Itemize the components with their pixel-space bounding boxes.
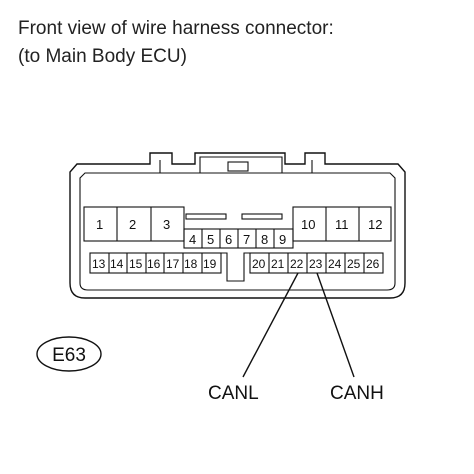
pin-label: 4 <box>189 232 196 247</box>
canh-leader-line <box>316 272 355 378</box>
connector-id-label: E63 <box>52 345 86 366</box>
lower-left-cavity-frame <box>89 252 222 274</box>
lower-right-cavity-frame <box>249 252 384 274</box>
pin-label: 22 <box>290 257 304 271</box>
lower-key-notch <box>221 252 250 282</box>
pin-label: 25 <box>347 257 361 271</box>
connector-housing <box>69 152 406 299</box>
pin-label: 3 <box>163 217 170 232</box>
pin-label: 7 <box>243 232 250 247</box>
key-slot-right <box>241 213 283 220</box>
pin-label: 23 <box>309 257 323 271</box>
pin-label: 18 <box>184 257 198 271</box>
pin-label: 11 <box>335 217 349 232</box>
pin-label: 14 <box>110 257 124 271</box>
connector-inner-outline <box>79 172 396 291</box>
guide-ribs <box>159 160 313 173</box>
connector-id-badge <box>36 336 102 372</box>
lock-tab <box>199 156 283 173</box>
pin-label: 9 <box>279 232 286 247</box>
pin-label: 1 <box>96 217 103 232</box>
pin-label: 26 <box>366 257 380 271</box>
pin-label: 15 <box>129 257 143 271</box>
pin-label: 21 <box>271 257 285 271</box>
pin-label: 2 <box>129 217 136 232</box>
pin-label: 8 <box>261 232 268 247</box>
pin-label: 17 <box>166 257 180 271</box>
pin-label: 13 <box>92 257 106 271</box>
caption-title: Front view of wire harness connector: <box>18 18 334 39</box>
pin-label: 10 <box>301 217 315 232</box>
pin-label: 5 <box>207 232 214 247</box>
canl-leader-line <box>242 272 299 378</box>
caption-subtitle: (to Main Body ECU) <box>18 46 187 67</box>
upper-right-cavity-frame <box>292 206 392 242</box>
canh-label: CANH <box>330 383 384 404</box>
lock-tab-notch <box>227 161 249 172</box>
upper-left-cavity-frame <box>83 206 185 242</box>
pin-label: 16 <box>147 257 161 271</box>
pin-label: 6 <box>225 232 232 247</box>
canl-label: CANL <box>208 383 259 404</box>
pin-label: 24 <box>328 257 342 271</box>
pin-label: 12 <box>368 217 382 232</box>
pin-label: 20 <box>252 257 266 271</box>
key-slot-left <box>185 213 227 220</box>
pin-label: 19 <box>203 257 217 271</box>
